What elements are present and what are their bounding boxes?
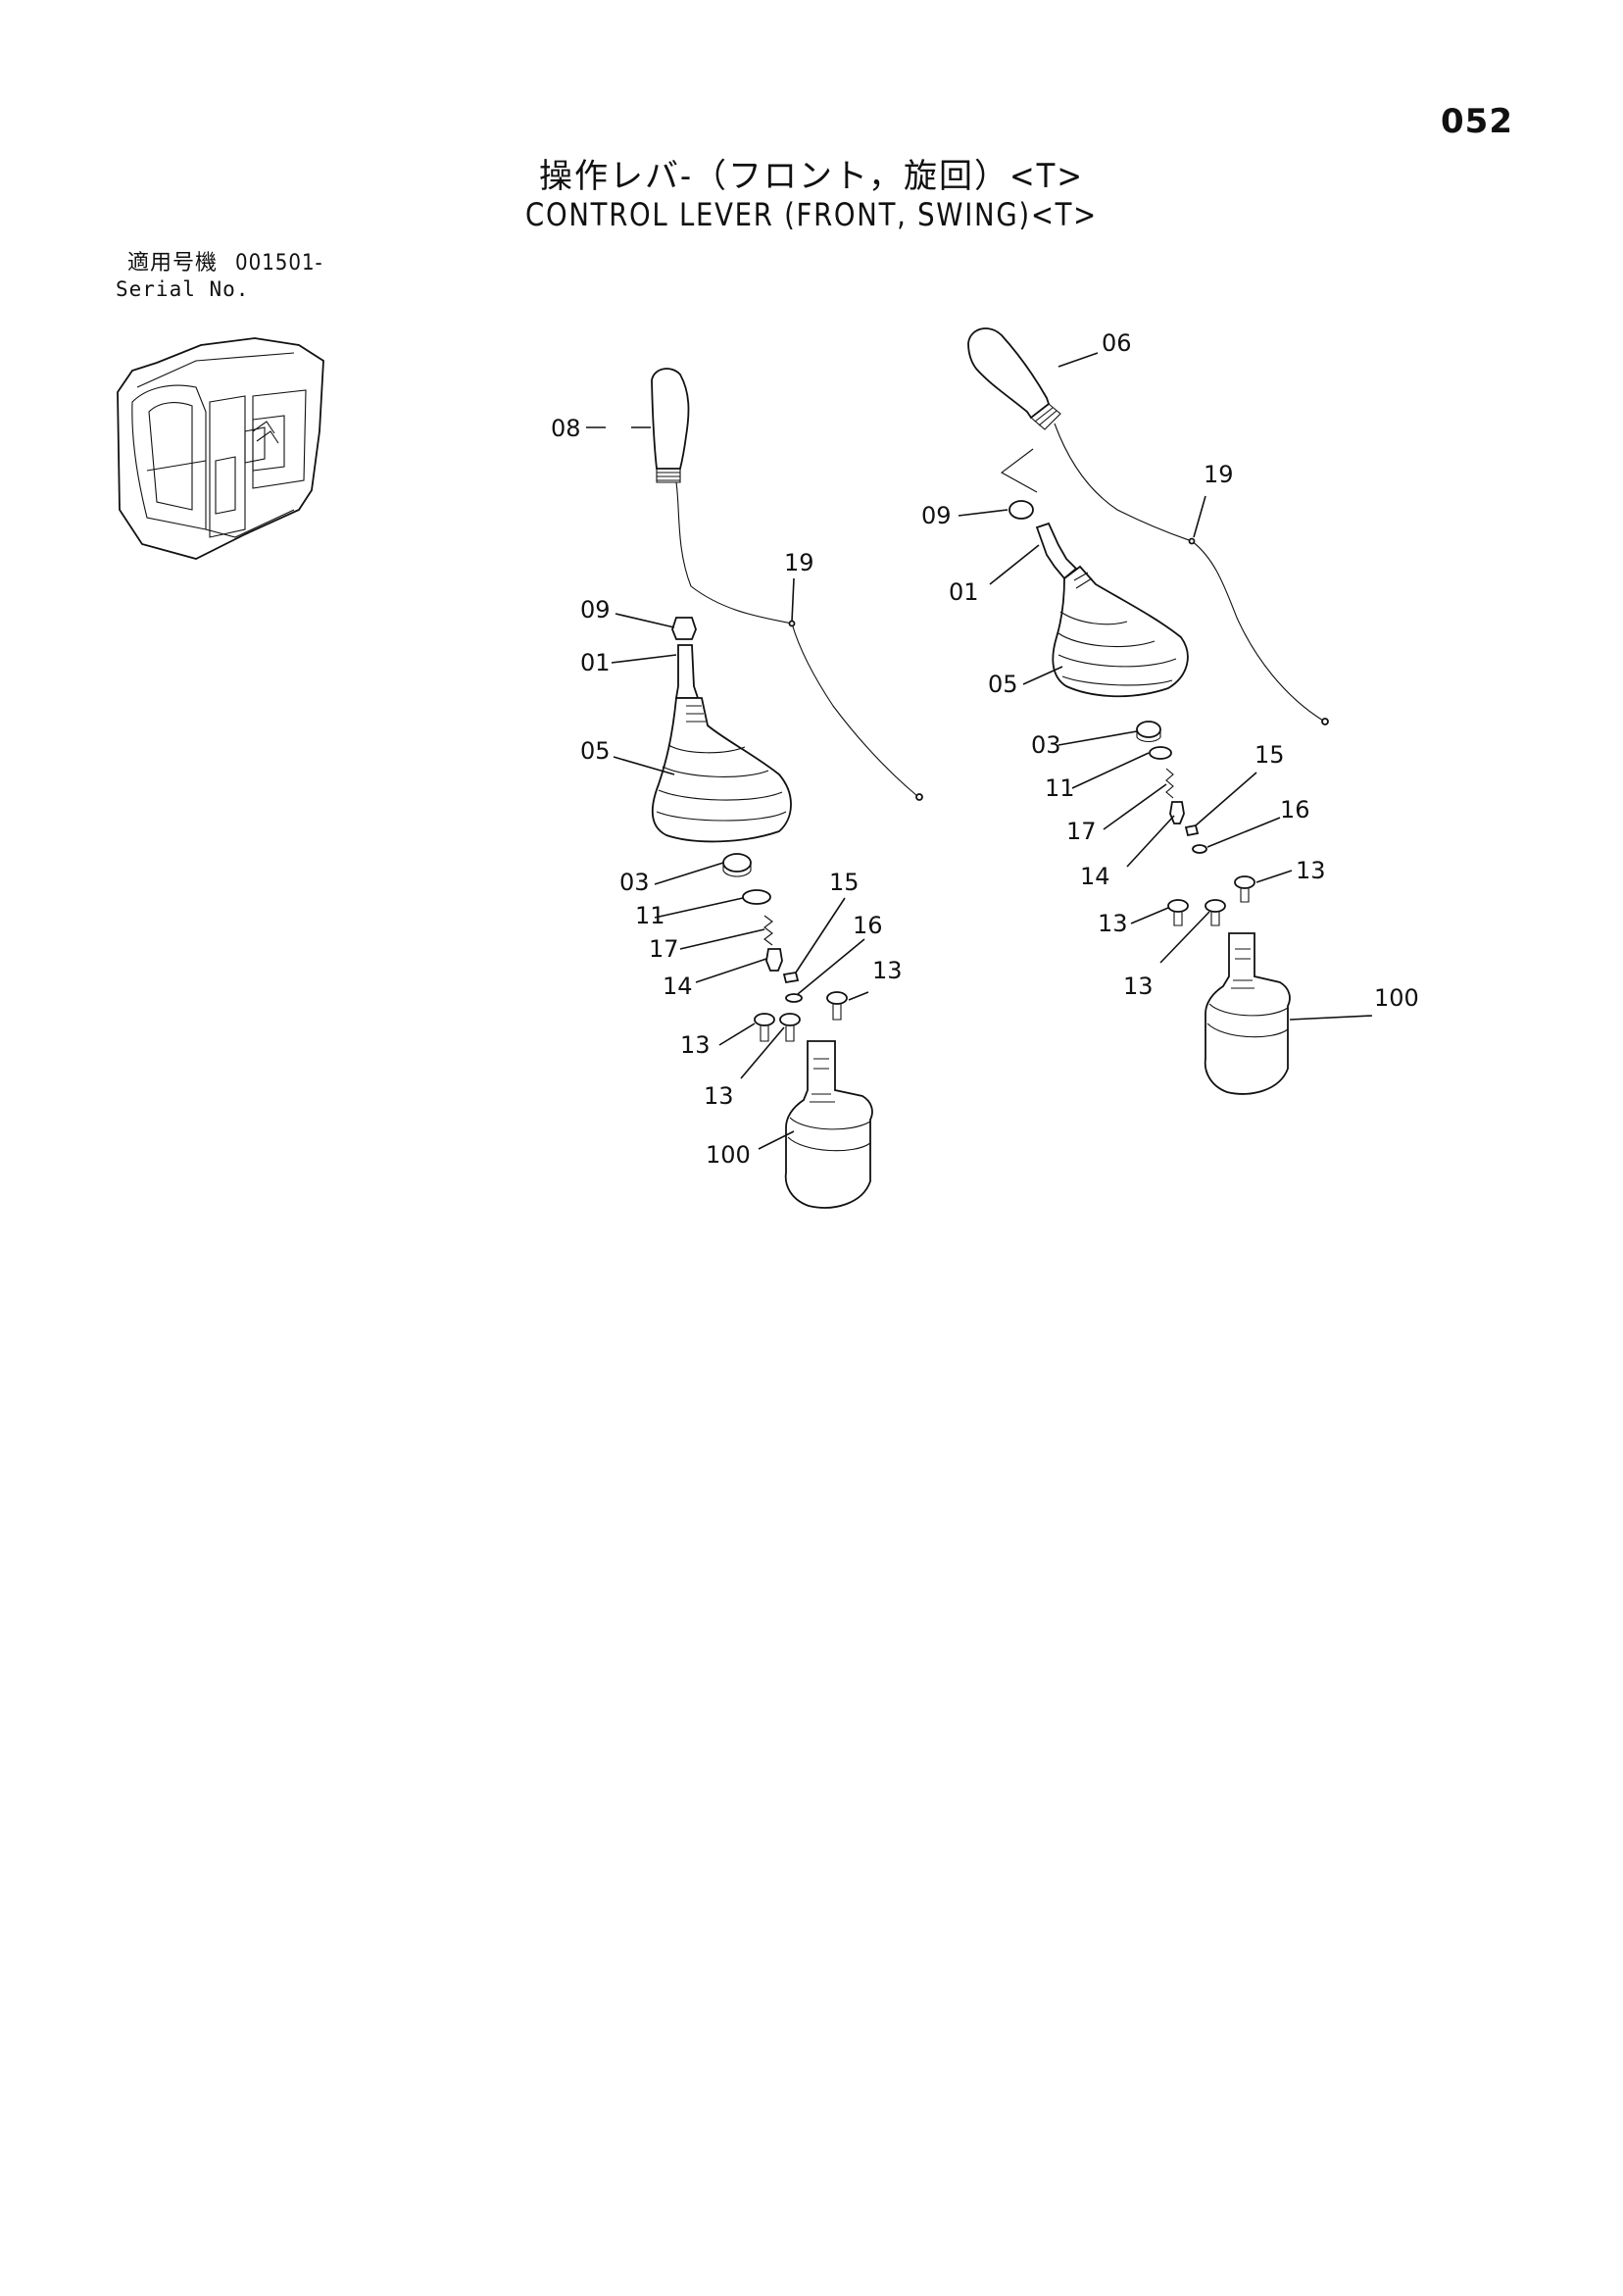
- right-callout-03: 03: [1031, 731, 1061, 759]
- left-callout-05: 05: [580, 737, 611, 765]
- right-leader-lines: [958, 352, 1373, 1021]
- right-clip-16: [1192, 844, 1207, 854]
- left-bolt-13-c: [826, 991, 848, 1021]
- right-callout-13-b: 13: [1098, 910, 1128, 937]
- right-callout-17: 17: [1066, 818, 1097, 845]
- left-callout-100: 100: [706, 1141, 751, 1169]
- cab-location-thumbnail: [117, 337, 324, 560]
- left-callout-16: 16: [853, 912, 883, 939]
- left-callout-13-c: 13: [872, 957, 903, 984]
- right-callout-09: 09: [921, 502, 952, 529]
- right-callouts: 06 19 09 01 05 03 11 17 14 15 16 13 13 1…: [921, 329, 1419, 1012]
- right-pin-15: [1184, 824, 1200, 837]
- right-spring-17: [1165, 768, 1174, 799]
- right-callout-11: 11: [1045, 774, 1075, 802]
- page-title-english: CONTROL LEVER (FRONT, SWING)<T>: [525, 196, 1098, 233]
- right-callout-05: 05: [988, 671, 1018, 698]
- right-nut-09: [1008, 500, 1034, 520]
- left-callout-19: 19: [784, 549, 814, 576]
- left-leader-lines: [586, 426, 869, 1150]
- right-grip: [967, 327, 1051, 420]
- left-pin-15: [782, 971, 800, 984]
- left-callout-13-a: 13: [680, 1031, 711, 1059]
- left-bolt-13-b: [779, 1013, 801, 1042]
- left-lever-assembly: [651, 368, 923, 1209]
- left-bolt-13-a: [754, 1013, 775, 1042]
- right-callout-19: 19: [1204, 461, 1234, 488]
- right-callout-100: 100: [1374, 984, 1419, 1012]
- right-bolt-13-b: [1167, 899, 1189, 926]
- right-boot-05: [1052, 565, 1189, 698]
- right-callout-13-c: 13: [1123, 973, 1154, 1000]
- left-callout-13-b: 13: [704, 1082, 734, 1110]
- left-callout-09: 09: [580, 596, 611, 624]
- left-callout-15: 15: [829, 869, 860, 896]
- left-pilot-valve-100: [784, 1040, 873, 1209]
- right-bolt-14: [1169, 801, 1185, 824]
- serial-number-block: 適用号機 001501- Serial No.: [116, 251, 323, 302]
- left-callouts: 08 19 09 01 05 03 11 17 14 15 16 13 13 1…: [551, 415, 903, 1169]
- left-callout-14: 14: [663, 973, 693, 1000]
- right-lever-assembly: [967, 327, 1329, 1095]
- right-callout-14: 14: [1080, 863, 1110, 890]
- left-washer-11: [742, 889, 771, 905]
- right-washer-11: [1149, 746, 1172, 760]
- right-callout-01: 01: [949, 578, 979, 606]
- page-title-japanese: 操作レバ-（フロント，旋回）<T>: [539, 157, 1084, 196]
- left-callout-03: 03: [619, 869, 650, 896]
- left-callout-11: 11: [635, 902, 665, 929]
- left-callout-17: 17: [649, 935, 679, 963]
- left-callout-01: 01: [580, 649, 611, 676]
- serial-label-english: Serial No.: [116, 277, 250, 301]
- right-bolt-13-c: [1205, 899, 1226, 926]
- left-spring-17: [763, 915, 773, 946]
- right-rod-01: [1035, 522, 1078, 580]
- right-pilot-valve-100: [1204, 932, 1291, 1095]
- left-bolt-14: [765, 948, 783, 972]
- left-nut-09: [671, 617, 697, 640]
- left-rod-01: [674, 644, 700, 699]
- right-callout-16: 16: [1280, 796, 1310, 824]
- left-callout-08: 08: [551, 415, 581, 442]
- right-callout-13-a: 13: [1296, 857, 1326, 884]
- page-number: 052: [1441, 102, 1513, 141]
- right-bolt-13-a: [1234, 875, 1255, 903]
- left-clip-16: [785, 993, 803, 1003]
- left-nut-03: [722, 853, 752, 873]
- left-boot-05: [651, 697, 792, 843]
- left-grip: [651, 368, 690, 470]
- serial-range: 001501-: [235, 251, 323, 275]
- serial-label-japanese: 適用号機: [127, 251, 219, 275]
- right-callout-06: 06: [1102, 329, 1132, 357]
- right-callout-15: 15: [1254, 741, 1285, 769]
- right-nut-03: [1136, 721, 1161, 738]
